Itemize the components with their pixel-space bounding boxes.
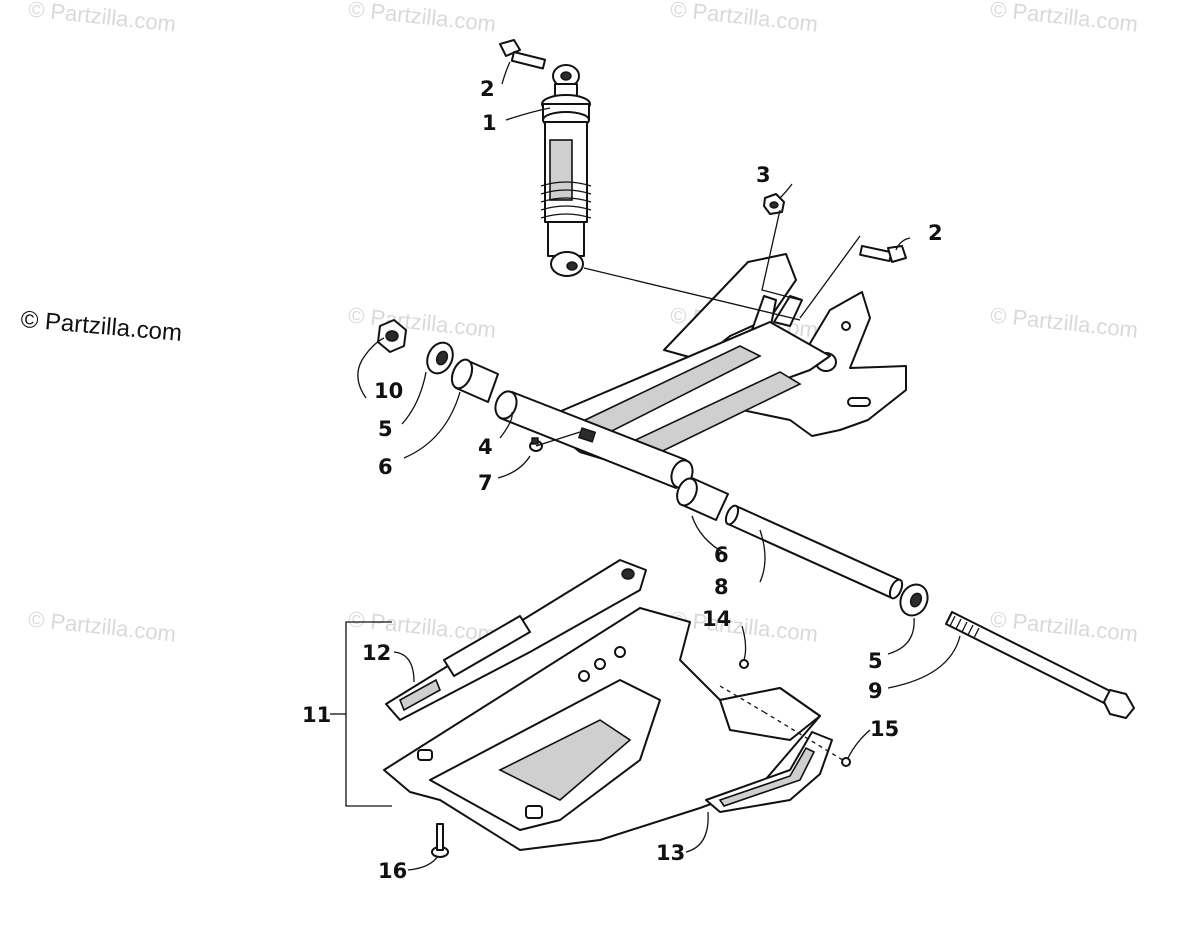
callout-6-left: 6 [378, 455, 393, 479]
callout-5-left: 5 [378, 417, 393, 441]
shock-bolt-upper [499, 39, 547, 70]
callout-13: 13 [656, 841, 685, 865]
screw [431, 823, 449, 858]
callout-9: 9 [868, 679, 883, 703]
bushing-left [450, 358, 499, 403]
lock-nut [763, 193, 785, 215]
bushing-right [676, 477, 729, 521]
callout-14: 14 [702, 607, 731, 631]
callout-3: 3 [756, 163, 771, 187]
washer-left [426, 341, 454, 375]
swing-arm [494, 253, 907, 489]
rail-end-cap [705, 731, 833, 813]
long-bolt [945, 611, 1135, 719]
callout-10: 10 [374, 379, 403, 403]
callout-labels: 1 2 2 3 4 5 5 6 6 7 8 9 10 11 12 13 14 1… [302, 77, 943, 883]
rivet-upper [739, 659, 749, 669]
callout-1: 1 [482, 111, 497, 135]
callout-12: 12 [362, 641, 391, 665]
slide-rail [385, 559, 647, 721]
axle-nut [377, 319, 407, 353]
skid-frame [383, 607, 821, 851]
callout-7: 7 [478, 471, 493, 495]
callout-15: 15 [870, 717, 899, 741]
callout-6-right: 6 [714, 543, 729, 567]
callout-4: 4 [478, 435, 493, 459]
callout-2-right: 2 [928, 221, 943, 245]
callout-2-upper: 2 [480, 77, 495, 101]
shock-absorber [540, 64, 592, 277]
axle-shaft [724, 504, 904, 600]
callout-8: 8 [714, 575, 729, 599]
leader-lines [330, 61, 961, 871]
callout-11: 11 [302, 703, 331, 727]
washer-right [899, 583, 929, 617]
callout-5-right: 5 [868, 649, 883, 673]
callout-16: 16 [378, 859, 407, 883]
shock-bolt-lower [859, 245, 907, 263]
